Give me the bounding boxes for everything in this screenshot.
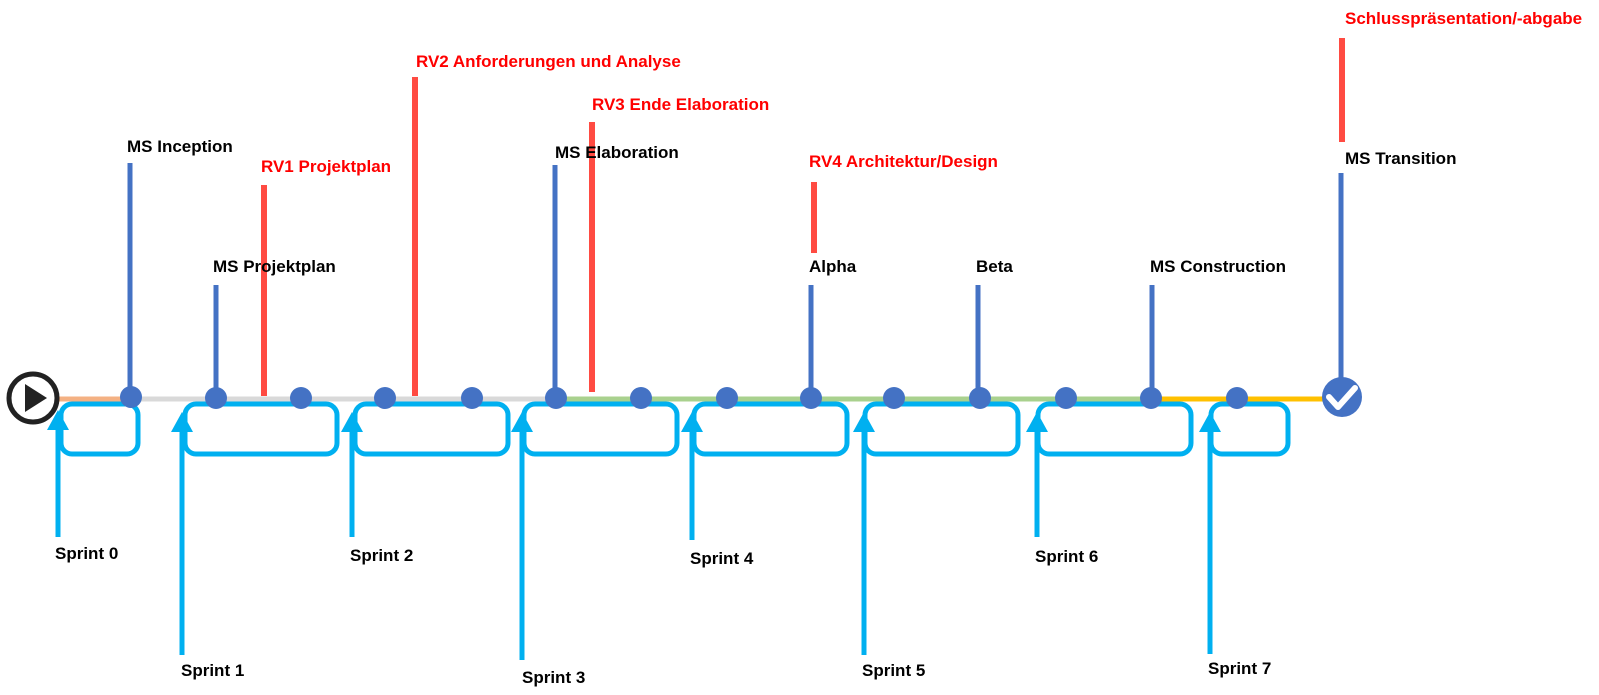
- sprint-arrows: [47, 410, 1221, 660]
- sprint-label: Sprint 6: [1035, 547, 1098, 566]
- review-label: RV2 Anforderungen und Analyse: [416, 52, 681, 71]
- play-icon: [6, 371, 60, 425]
- track-node: [290, 387, 312, 409]
- track-node: [1140, 387, 1162, 409]
- milestone-label: MS Transition: [1345, 149, 1456, 168]
- sprint-arrow-2: [341, 412, 363, 537]
- sprint-arrow-5: [853, 412, 875, 655]
- track-node: [1226, 387, 1248, 409]
- milestone-labels: MS Inception MS Projektplan MS Elaborati…: [127, 137, 1456, 276]
- track-nodes: [120, 386, 1248, 409]
- sprint-arrow-6: [1026, 412, 1048, 537]
- track-node: [120, 386, 142, 408]
- sprint-labels: Sprint 0 Sprint 1 Sprint 2 Sprint 3 Spri…: [55, 544, 1271, 687]
- sprint-label: Sprint 3: [522, 668, 585, 687]
- sprint-arrow-3: [511, 412, 533, 660]
- milestone-label: MS Projektplan: [213, 257, 336, 276]
- sprint-label: Sprint 2: [350, 546, 413, 565]
- sprint-loop-1: [182, 401, 340, 457]
- sprint-arrow-7: [1199, 412, 1221, 654]
- track-node: [1055, 387, 1077, 409]
- track-node: [630, 387, 652, 409]
- review-stems: [261, 38, 1345, 396]
- sprint-label: Sprint 0: [55, 544, 118, 563]
- track-node: [969, 387, 991, 409]
- sprint-label: Sprint 4: [690, 549, 754, 568]
- track-node: [883, 387, 905, 409]
- milestone-stems: [127, 163, 1344, 396]
- sprint-loop-5: [862, 401, 1021, 457]
- sprint-loop-2: [352, 401, 511, 457]
- sprint-loop-3: [521, 401, 680, 457]
- sprint-loops: [58, 401, 1291, 457]
- milestone-label: MS Construction: [1150, 257, 1286, 276]
- track-node: [205, 387, 227, 409]
- track-node: [461, 387, 483, 409]
- milestone-label: Beta: [976, 257, 1013, 276]
- sprint-arrow-1: [171, 412, 193, 655]
- sprint-loop-0: [58, 401, 141, 457]
- track-node: [545, 387, 567, 409]
- milestone-label: MS Elaboration: [555, 143, 679, 162]
- sprint-arrow-4: [681, 412, 703, 540]
- sprint-arrow-0: [47, 410, 69, 537]
- checkmark-icon: [1322, 377, 1362, 417]
- review-label: RV4 Architektur/Design: [809, 152, 998, 171]
- sprint-loop-6: [1035, 401, 1194, 457]
- milestone-label: Alpha: [809, 257, 857, 276]
- review-label: RV1 Projektplan: [261, 157, 391, 176]
- milestone-label: MS Inception: [127, 137, 233, 156]
- track-node: [800, 387, 822, 409]
- track-node: [716, 387, 738, 409]
- sprint-label: Sprint 5: [862, 661, 925, 680]
- review-label: RV3 Ende Elaboration: [592, 95, 769, 114]
- review-label: Schlusspräsentation/-abgabe: [1345, 9, 1582, 28]
- sprint-label: Sprint 7: [1208, 659, 1271, 678]
- review-labels: RV1 Projektplan RV2 Anforderungen und An…: [261, 9, 1582, 176]
- sprint-label: Sprint 1: [181, 661, 244, 680]
- sprint-loop-4: [691, 401, 850, 457]
- track-node: [374, 387, 396, 409]
- sprint-loop-7: [1208, 401, 1291, 457]
